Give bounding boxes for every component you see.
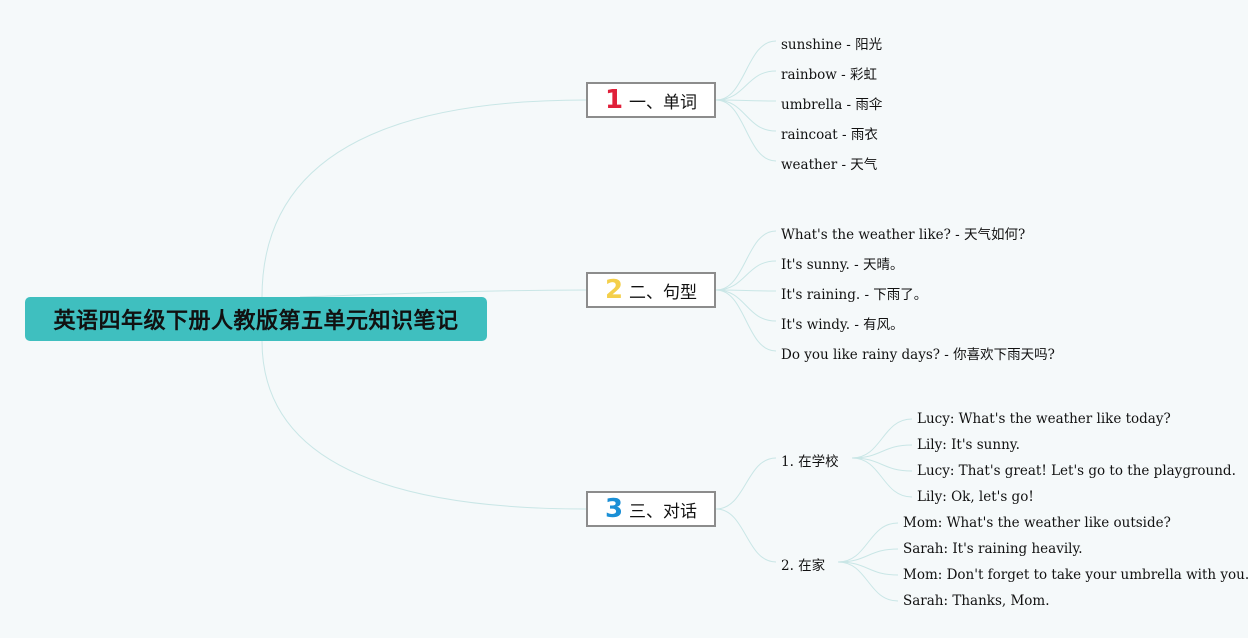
sub-link bbox=[837, 561, 899, 576]
branch-link bbox=[715, 457, 777, 510]
sub-branch-at-school[interactable]: 1. 在学校 bbox=[781, 454, 839, 470]
dialogue-line[interactable]: Sarah: It's raining heavily. bbox=[903, 541, 1083, 557]
root-link bbox=[261, 340, 587, 510]
dialogue-line[interactable]: Lily: Ok, let's go! bbox=[917, 489, 1034, 505]
sub-link bbox=[851, 418, 913, 459]
sub-link bbox=[851, 444, 913, 459]
branch-link bbox=[715, 260, 777, 291]
leaf-vocab-item[interactable]: raincoat - 雨衣 bbox=[781, 127, 878, 143]
leaf-vocab-item[interactable]: sunshine - 阳光 bbox=[781, 37, 883, 53]
number-three-icon: 3 bbox=[604, 494, 624, 524]
branch-label: 三、对话 bbox=[629, 501, 698, 522]
branch-link bbox=[715, 40, 777, 101]
leaf-sentence-item[interactable]: Do you like rainy days? - 你喜欢下雨天吗? bbox=[781, 347, 1055, 363]
leaf-vocab-item[interactable]: weather - 天气 bbox=[781, 157, 878, 173]
leaf-sentence-item[interactable]: It's windy. - 有风。 bbox=[781, 317, 904, 333]
sub-link bbox=[837, 561, 899, 602]
branch-link bbox=[715, 99, 777, 162]
branch-dialogues[interactable]: 3 三、对话 bbox=[586, 491, 716, 527]
branch-link bbox=[715, 289, 777, 352]
sub-link bbox=[851, 457, 913, 498]
branch-link bbox=[715, 70, 777, 101]
branch-link bbox=[715, 99, 777, 102]
leaf-sentence-item[interactable]: It's sunny. - 天晴。 bbox=[781, 257, 904, 273]
dialogue-line[interactable]: Lily: It's sunny. bbox=[917, 437, 1020, 453]
branch-link bbox=[715, 289, 777, 292]
mindmap-root-title[interactable]: 英语四年级下册人教版第五单元知识笔记 bbox=[25, 297, 487, 341]
leaf-vocab-item[interactable]: umbrella - 雨伞 bbox=[781, 97, 883, 113]
leaf-vocab-item[interactable]: rainbow - 彩虹 bbox=[781, 67, 877, 83]
leaf-sentence-item[interactable]: It's raining. - 下雨了。 bbox=[781, 287, 928, 303]
branch-link bbox=[715, 508, 777, 563]
root-link bbox=[261, 99, 587, 298]
branch-link bbox=[715, 289, 777, 322]
number-one-icon: 1 bbox=[604, 85, 624, 115]
sub-branch-at-home[interactable]: 2. 在家 bbox=[781, 558, 826, 574]
branch-label: 二、句型 bbox=[629, 282, 698, 303]
branch-vocabulary[interactable]: 1 一、单词 bbox=[586, 82, 716, 118]
leaf-sentence-item[interactable]: What's the weather like? - 天气如何? bbox=[781, 227, 1026, 243]
sub-link bbox=[851, 457, 913, 472]
branch-link bbox=[715, 99, 777, 132]
dialogue-line[interactable]: Mom: Don't forget to take your umbrella … bbox=[903, 567, 1248, 583]
number-two-icon: 2 bbox=[604, 275, 624, 305]
dialogue-line[interactable]: Mom: What's the weather like outside? bbox=[903, 515, 1171, 531]
branch-label: 一、单词 bbox=[629, 92, 698, 113]
branch-link bbox=[715, 230, 777, 291]
dialogue-line[interactable]: Lucy: What's the weather like today? bbox=[917, 411, 1171, 427]
sub-link bbox=[837, 522, 899, 563]
dialogue-line[interactable]: Lucy: That's great! Let's go to the play… bbox=[917, 463, 1236, 479]
root-link bbox=[299, 289, 587, 298]
sub-link bbox=[837, 548, 899, 563]
dialogue-line[interactable]: Sarah: Thanks, Mom. bbox=[903, 593, 1050, 609]
branch-sentence-patterns[interactable]: 2 二、句型 bbox=[586, 272, 716, 308]
